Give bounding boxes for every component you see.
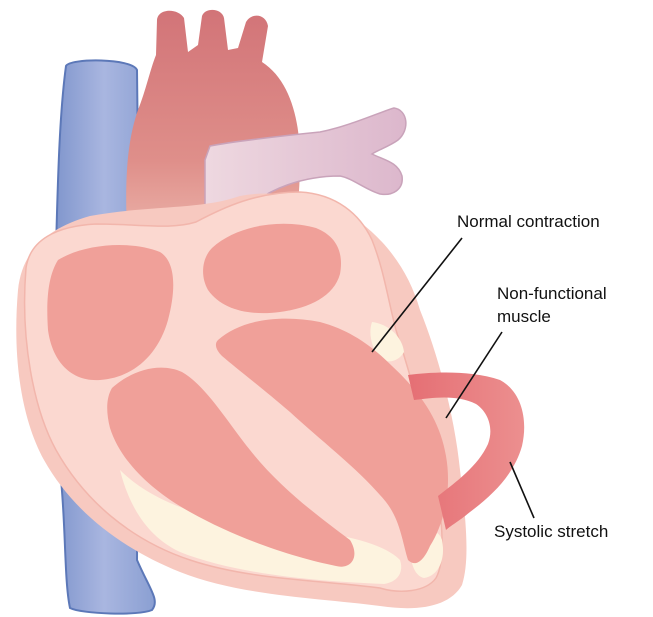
label-systolic-stretch: Systolic stretch (494, 522, 608, 541)
label-non-functional-line1: Non-functional (497, 284, 607, 303)
leader-systolic-stretch (510, 462, 534, 518)
label-non-functional-line2: muscle (497, 307, 551, 326)
label-normal-contraction: Normal contraction (457, 212, 600, 231)
